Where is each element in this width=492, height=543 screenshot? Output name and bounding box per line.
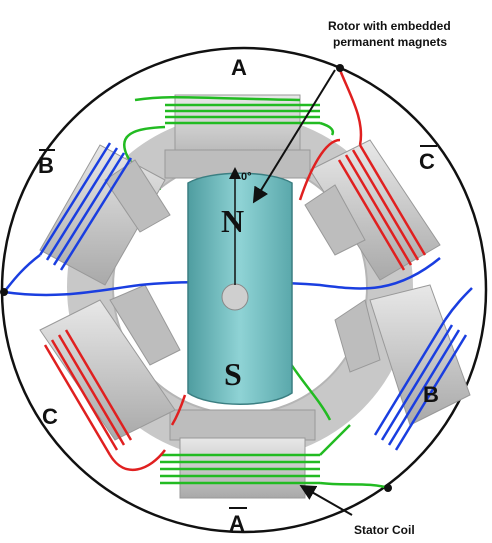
rotor-callout-arrow — [252, 69, 336, 204]
svg-text:B: B — [38, 153, 54, 178]
svg-text:A: A — [229, 511, 245, 536]
junction-dot — [384, 484, 392, 492]
coil-c — [43, 329, 187, 472]
junction-dot — [336, 64, 344, 72]
stator-callout-arrow — [299, 485, 353, 516]
coil-c-bar — [298, 69, 427, 271]
svg-text:C: C — [419, 149, 435, 174]
label-phase-b: B — [423, 382, 439, 407]
label-phase-a: A — [231, 55, 247, 80]
coil-b — [373, 287, 473, 451]
label-phase-c: C — [42, 404, 58, 429]
rotor-north-label: N — [221, 203, 244, 239]
angle-label: 0° — [241, 171, 252, 183]
stator-pole-c — [39, 284, 181, 441]
stator-callout-label: Stator Coil — [354, 523, 415, 537]
coil-a-bar — [160, 354, 389, 490]
stator-pole-b — [334, 284, 471, 426]
junction-dot — [0, 288, 8, 296]
rotor-callout-line2: permanent magnets — [333, 35, 447, 49]
label-phase-c-bar: C — [419, 145, 437, 174]
rotor — [187, 167, 293, 405]
stator-pole-c-bar — [304, 139, 441, 281]
rotor-shaft — [221, 283, 249, 311]
rotor-callout-line1: Rotor with embedded — [328, 19, 451, 33]
rotor-south-label: S — [224, 356, 242, 392]
label-phase-a-bar: A — [229, 507, 247, 536]
stator-pole-a — [164, 94, 311, 179]
label-phase-b-bar: B — [38, 149, 55, 178]
